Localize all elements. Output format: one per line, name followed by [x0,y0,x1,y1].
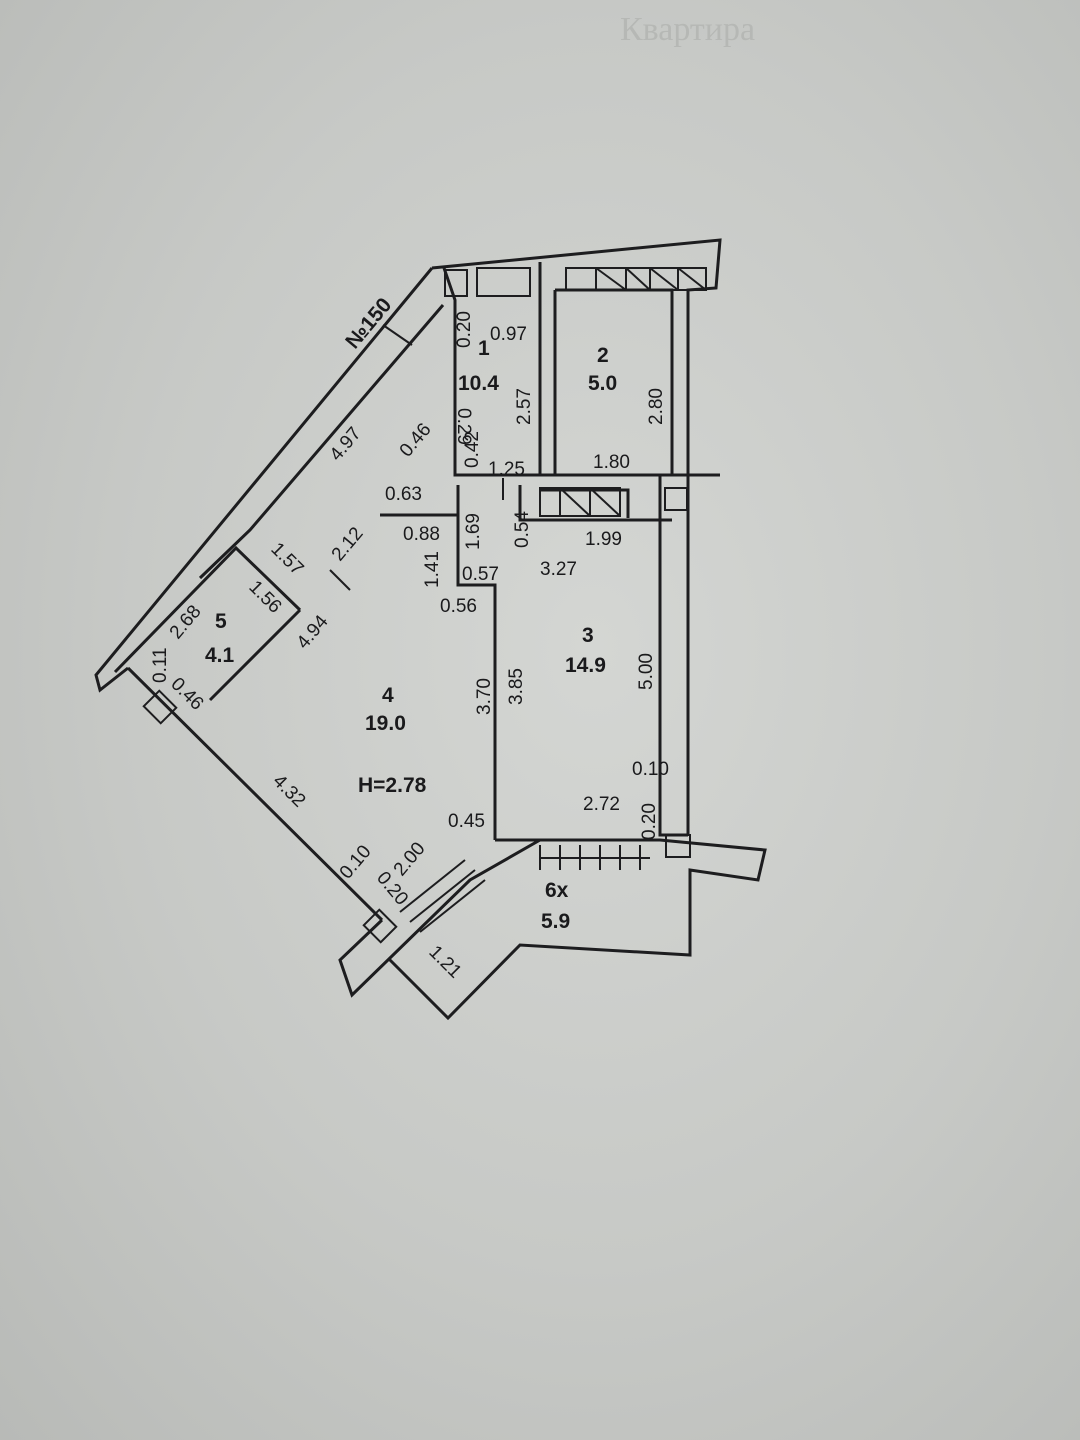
dim-label: 4.97 [326,423,366,465]
dim-label: 4.94 [293,611,333,653]
dim-label: 2.68 [166,601,206,643]
room-1-area: 10.4 [458,372,499,395]
dim-label: 2.80 [646,388,667,425]
dim-label: 1.25 [488,459,525,480]
room-6-number: 6х [545,879,569,902]
room-2-area: 5.0 [588,372,617,395]
dim-label: 3.27 [540,559,577,580]
dim-label: 1.80 [593,452,630,473]
dim-label: 2.00 [390,838,430,880]
door-marks [329,324,650,933]
faint-header-text: Квартира [620,11,755,48]
room-4-area: 19.0 [365,712,406,735]
room-4-number: 4 [382,684,394,707]
room-3-number: 3 [582,624,594,647]
dim-label: 0.10 [336,841,376,883]
dim-label: 0.63 [385,484,422,505]
dim-label: 1.41 [422,551,443,588]
room-1-number: 1 [478,337,490,360]
dim-label: 0.20 [454,311,475,348]
dim-label: 1.21 [424,942,465,983]
dim-label: 0.46 [166,674,207,715]
room-2-number: 2 [597,344,609,367]
ceiling-height: H=2.78 [358,774,427,797]
dim-label: 0.56 [440,596,477,617]
dim-label: 5.00 [636,653,657,690]
dim-label: 0.54 [512,511,533,548]
dim-label: 0.45 [448,811,485,832]
dim-label: 1.56 [244,577,285,618]
room-3-area: 14.9 [565,654,606,677]
dim-label: 0.29 [453,408,474,445]
dim-label: 1.99 [585,529,622,550]
room-6-area: 5.9 [541,910,570,933]
dim-label: 1.57 [266,539,307,580]
dim-label: 0.46 [396,419,436,461]
dim-label: 3.70 [474,678,495,715]
dim-label: 4.32 [268,771,309,812]
dim-label: 0.11 [150,647,171,683]
dim-label: 0.10 [632,759,669,780]
dim-label: 0.88 [403,524,440,545]
dim-label: 0.57 [462,564,499,585]
shaft-blocks [142,267,707,944]
walls [94,238,767,1021]
dim-label: 0.97 [490,324,527,345]
dim-label: 0.42 [462,431,483,468]
dim-label: 0.20 [639,803,660,840]
dim-label: 2.12 [328,523,368,565]
room-5-number: 5 [215,610,227,633]
dim-label: 2.57 [514,388,535,425]
room-5-area: 4.1 [205,644,235,667]
dim-label: 2.72 [583,794,620,815]
dim-label: 3.85 [506,668,527,705]
dim-label: 1.69 [463,513,484,550]
